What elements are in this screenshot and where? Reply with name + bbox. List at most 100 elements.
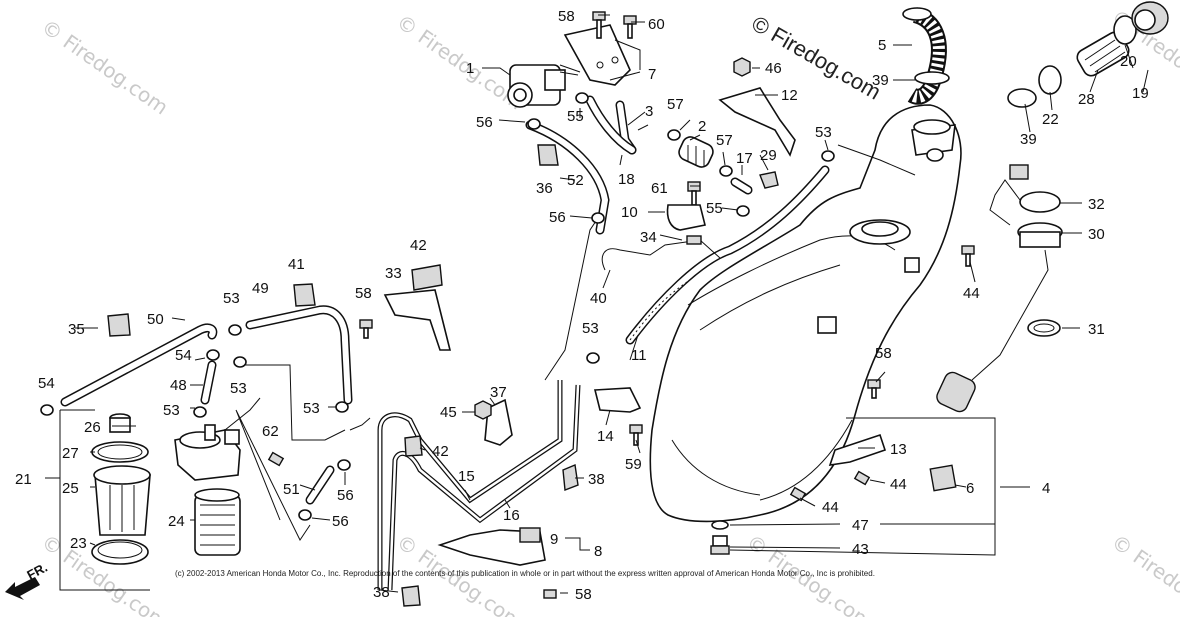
- watermark-tile: © Firedog.com: [37, 14, 173, 119]
- leader-lines: [45, 14, 1149, 594]
- callout-22: 22: [1042, 111, 1059, 128]
- callout-28: 28: [1078, 91, 1095, 108]
- clip-38-a: [562, 464, 579, 491]
- callout-52: 52: [567, 172, 584, 189]
- watermark-tile: © Firedog.com: [1107, 529, 1180, 617]
- callout-42: 42: [432, 443, 449, 460]
- callout-53: 53: [163, 402, 180, 419]
- callout-9: 9: [550, 531, 558, 548]
- callout-48: 48: [170, 377, 187, 394]
- bracket-7: [563, 24, 631, 86]
- callout-40: 40: [590, 290, 607, 307]
- pad-6: [929, 464, 957, 492]
- bolt-59: [629, 424, 643, 446]
- bolt-58-left: [359, 319, 373, 339]
- clamp-10: [666, 204, 706, 231]
- callout-5: 5: [878, 37, 886, 54]
- front-direction-arrow: FR.: [5, 560, 50, 600]
- clip-35: [107, 313, 131, 337]
- callout-13: 13: [890, 441, 907, 458]
- callout-42: 42: [410, 237, 427, 254]
- seal-20: [1113, 15, 1137, 45]
- clip-36: [537, 144, 559, 166]
- callout-50: 50: [147, 311, 164, 328]
- bolt-58-mid: [867, 379, 881, 399]
- strainer-25: [93, 465, 151, 536]
- callout-32: 32: [1088, 196, 1105, 213]
- clip-41: [293, 283, 316, 307]
- callout-7: 7: [648, 66, 656, 83]
- clamp-39-b: [1007, 88, 1037, 108]
- callout-53: 53: [582, 320, 599, 337]
- bolt-44-c: [789, 486, 807, 502]
- callout-39: 39: [872, 72, 889, 89]
- callout-38: 38: [588, 471, 605, 488]
- callout-18: 18: [618, 171, 635, 188]
- fuel-tank: [649, 104, 962, 523]
- callout-51: 51: [283, 481, 300, 498]
- callout-56: 56: [476, 114, 493, 131]
- bracket-37: [484, 398, 513, 446]
- callout-19: 19: [1132, 85, 1149, 102]
- callout-44: 44: [890, 476, 907, 493]
- callout-14: 14: [597, 428, 614, 445]
- callout-35: 35: [68, 321, 85, 338]
- callout-1: 1: [466, 60, 474, 77]
- callout-44: 44: [963, 285, 980, 302]
- callout-56: 56: [337, 487, 354, 504]
- fuel-filter-2: [678, 136, 714, 168]
- callout-36: 36: [536, 180, 553, 197]
- callout-41: 41: [288, 256, 305, 273]
- callout-44: 44: [822, 499, 839, 516]
- callout-labels: 58 60 1 7 46 5 39 55 3 57 12 56 2 57 53 …: [15, 8, 1149, 603]
- bolt-58-bottom: [543, 589, 557, 599]
- drain-bolt-43: [710, 535, 730, 555]
- callout-12: 12: [781, 87, 798, 104]
- callout-62: 62: [262, 423, 279, 440]
- callout-20: 20: [1120, 53, 1137, 70]
- bolt-44-a: [961, 245, 975, 267]
- callout-53: 53: [230, 380, 247, 397]
- callout-56: 56: [332, 513, 349, 530]
- callout-55: 55: [706, 200, 723, 217]
- callout-54: 54: [38, 375, 55, 392]
- bolt-62: [267, 451, 285, 467]
- callout-6: 6: [966, 480, 974, 497]
- callout-58: 58: [558, 8, 575, 25]
- callout-30: 30: [1088, 226, 1105, 243]
- callout-29: 29: [760, 147, 777, 164]
- bolt-60: [623, 15, 637, 39]
- callout-58: 58: [875, 345, 892, 362]
- callout-56: 56: [549, 209, 566, 226]
- callout-57: 57: [667, 96, 684, 113]
- clamp-22: [1038, 65, 1062, 95]
- callout-15: 15: [458, 468, 475, 485]
- valve-1: [507, 64, 579, 108]
- connector-32: [989, 164, 1061, 226]
- nut-46: [733, 57, 751, 77]
- clip-42-mid: [404, 435, 423, 457]
- callout-33: 33: [385, 265, 402, 282]
- callout-53: 53: [223, 290, 240, 307]
- group-21-brace: [59, 409, 150, 591]
- front-direction-label: FR.: [24, 560, 50, 583]
- watermark-brand: © Firedog.com: [748, 11, 886, 105]
- callout-34: 34: [640, 229, 657, 246]
- bracket-12: [718, 87, 796, 157]
- callout-46: 46: [765, 60, 782, 77]
- callout-8: 8: [594, 543, 602, 560]
- filler-neck-28: [1076, 31, 1130, 77]
- callout-38: 38: [373, 584, 390, 601]
- bolt-44-b: [853, 470, 871, 486]
- bracket-8: [437, 529, 546, 566]
- cap-26: [109, 413, 131, 433]
- callout-61: 61: [651, 180, 668, 197]
- callout-58: 58: [575, 586, 592, 603]
- callout-60: 60: [648, 16, 665, 33]
- callout-11: 11: [631, 347, 647, 364]
- clip-42-top: [411, 264, 443, 291]
- bracket-13: [828, 433, 887, 466]
- clip-29: [759, 171, 779, 189]
- nut-34: [686, 235, 702, 245]
